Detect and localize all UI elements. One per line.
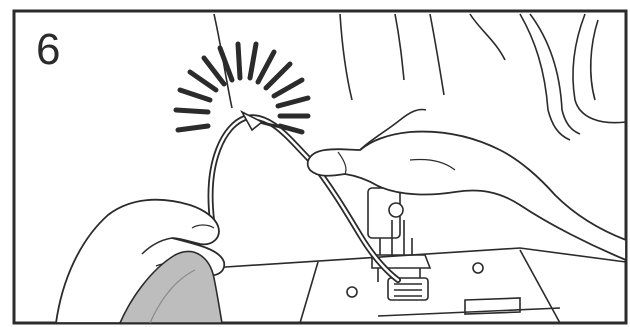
step-number: 6 [36, 28, 60, 72]
